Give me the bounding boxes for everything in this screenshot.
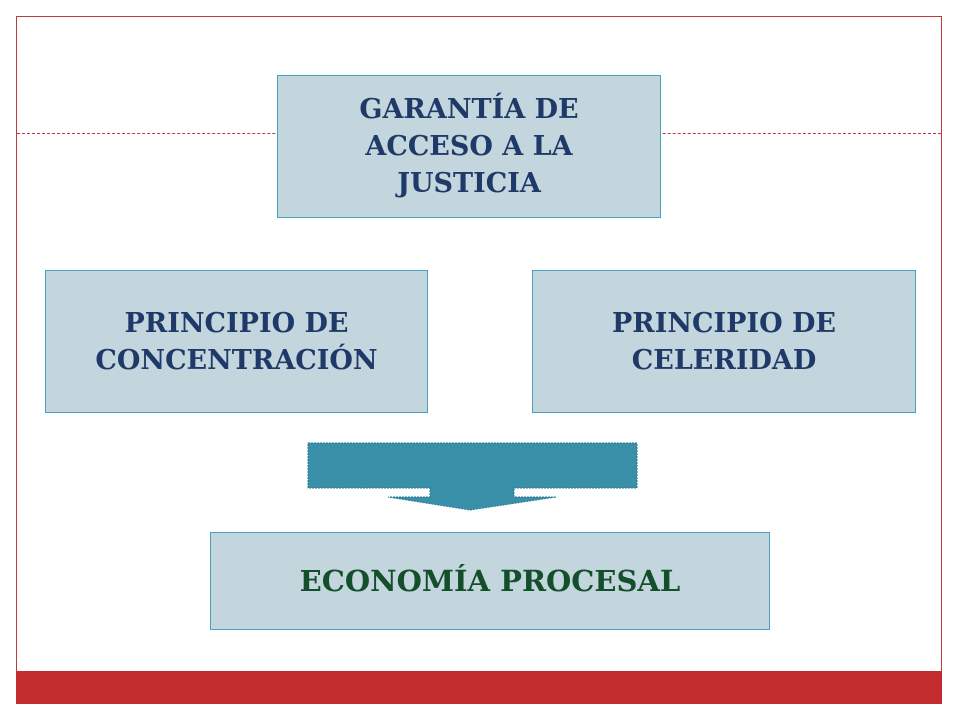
celerity-principle-box: PRINCIPIO DE CELERIDAD (532, 270, 916, 413)
concentration-principle-label: PRINCIPIO DE CONCENTRACIÓN (95, 307, 378, 376)
celerity-principle-label: PRINCIPIO DE CELERIDAD (611, 307, 836, 376)
procedural-economy-label: ECONOMÍA PROCESAL (299, 564, 681, 598)
access-to-justice-box: GARANTÍA DE ACCESO A LA JUSTICIA (277, 75, 661, 218)
access-to-justice-label: GARANTÍA DE ACCESO A LA JUSTICIA (359, 94, 579, 199)
footer-bar (16, 671, 942, 704)
down-arrow-shape (307, 442, 638, 511)
concentration-principle-box: PRINCIPIO DE CONCENTRACIÓN (45, 270, 428, 413)
procedural-economy-box: ECONOMÍA PROCESAL (210, 532, 770, 630)
